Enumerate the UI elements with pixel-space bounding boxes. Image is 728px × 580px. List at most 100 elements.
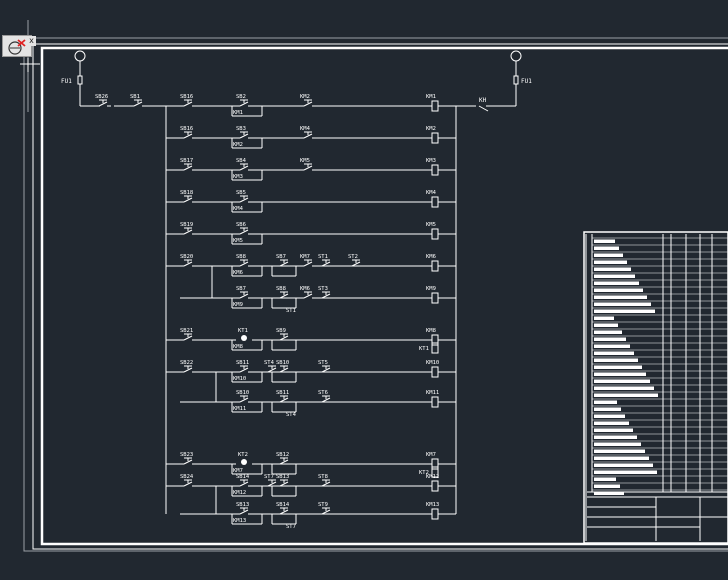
limit-contact-label: ST9	[318, 502, 328, 508]
coil	[431, 164, 439, 176]
coil	[431, 342, 439, 354]
stop-contact	[133, 101, 143, 107]
contact	[279, 261, 289, 267]
title-block-text-bar	[594, 407, 621, 411]
holding-label: KM2	[233, 142, 243, 148]
title-block-text-bar	[594, 330, 622, 334]
title-block-text-bar	[594, 337, 626, 341]
title-block-text-bar	[594, 400, 617, 404]
limit-contact-label: ST7	[264, 474, 274, 480]
coil-label: KM2	[426, 126, 436, 132]
start-contact	[183, 261, 193, 267]
interlock-contact	[303, 293, 313, 299]
interlock-contact-label: KM2	[300, 94, 310, 100]
extra-label: ST7	[286, 524, 296, 530]
start-contact-label: SB18	[180, 190, 193, 196]
limit-contact-label: ST6	[318, 390, 328, 396]
title-block-rows	[592, 237, 728, 495]
limit-contact	[321, 397, 331, 403]
coil	[431, 260, 439, 272]
start-contact-label: SB19	[180, 222, 193, 228]
contact-label: SB13	[276, 474, 289, 480]
title-block-text-bar	[594, 477, 616, 481]
limit-contact	[267, 481, 277, 487]
title-block-text-bar	[594, 253, 623, 257]
parallel-contact-label: SB3	[236, 126, 246, 132]
coil-label: KM8	[426, 328, 436, 334]
limit-contact	[321, 481, 331, 487]
start-contact-label: SB21	[180, 328, 193, 334]
start-contact	[183, 367, 193, 373]
title-block-text-bar	[594, 463, 653, 467]
interlock-contact-label: KM4	[300, 126, 311, 132]
coil	[431, 132, 439, 144]
coil	[431, 228, 439, 240]
parallel-contact-label: SB5	[236, 190, 246, 196]
title-block-text-bar	[594, 358, 638, 362]
contact	[239, 367, 249, 373]
holding-label: KM12	[233, 490, 246, 496]
extra-label: ST1	[286, 308, 296, 314]
contact	[239, 293, 249, 299]
contact-label: SB13	[236, 502, 249, 508]
timer-label: KT2	[238, 452, 248, 458]
extra-label: ST4	[286, 412, 297, 418]
parallel-contact	[239, 133, 249, 139]
title-block-text-bar	[594, 288, 643, 292]
title-block-text-bar	[594, 302, 651, 306]
title-block-text-bar	[594, 421, 629, 425]
title-block-text-bar	[594, 442, 641, 446]
parallel-contact-label: SB6	[236, 222, 246, 228]
holding-label: KM6	[233, 270, 243, 276]
start-contact-label: SB16	[180, 126, 193, 132]
contact	[279, 367, 289, 373]
contact-label: SB12	[276, 452, 289, 458]
limit-contact-label: ST1	[318, 254, 328, 260]
contact-label: SB9	[276, 328, 286, 334]
coil	[431, 396, 439, 408]
coil-label: KT1	[419, 346, 429, 352]
title-block-text-bar	[594, 267, 631, 271]
start-contact-label: SB24	[180, 474, 194, 480]
kh-label: KH	[479, 97, 487, 104]
limit-contact	[267, 367, 277, 373]
coil-label: KM7	[426, 452, 436, 458]
contact	[279, 335, 289, 341]
holding-label: KM9	[233, 302, 243, 308]
coil	[431, 508, 439, 520]
holding-label: KM3	[233, 174, 243, 180]
limit-contact	[321, 367, 331, 373]
title-block-text-bar	[594, 470, 657, 474]
contact-label: SB8	[236, 254, 246, 260]
title-block-text-bar	[594, 274, 635, 278]
coil-label: KM13	[426, 502, 439, 508]
contact	[239, 261, 249, 267]
limit-contact-label: ST3	[318, 286, 328, 292]
parallel-contact	[239, 197, 249, 203]
contact	[239, 397, 249, 403]
contact-label: SB14	[276, 502, 290, 508]
holding-label: KM11	[233, 406, 246, 412]
title-block-text-bar	[594, 456, 649, 460]
contact-label: SB14	[236, 474, 250, 480]
coil-label: KM5	[426, 222, 436, 228]
title-block-text-bar	[594, 309, 655, 313]
title-block-text-bar	[594, 393, 658, 397]
limit-contact-label: ST8	[318, 474, 328, 480]
coil-label: KM12	[426, 474, 439, 480]
holding-label: KM10	[233, 376, 246, 382]
coil-label: KM11	[426, 390, 439, 396]
start-contact	[183, 459, 193, 465]
interlock-contact	[303, 101, 313, 107]
coil-label: KM9	[426, 286, 436, 292]
title-block-text-bar	[594, 239, 615, 243]
title-block-text-bar	[594, 386, 654, 390]
title-block-text-bar	[594, 365, 642, 369]
parallel-contact	[239, 101, 249, 107]
coil-label: KM4	[426, 190, 437, 196]
close-icon[interactable]: x	[27, 36, 36, 46]
coil	[431, 466, 439, 478]
ucs-icon[interactable]	[2, 35, 32, 57]
